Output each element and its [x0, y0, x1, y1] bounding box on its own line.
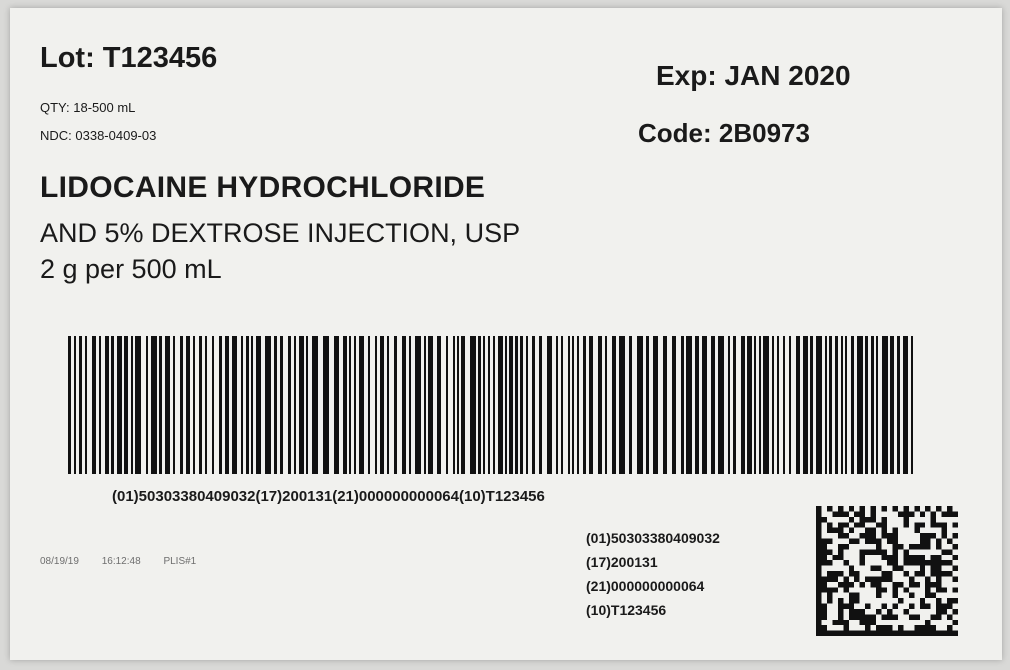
print-date: 08/19/19 [40, 556, 79, 567]
medication-label: Lot: T123456 QTY: 18-500 mL NDC: 0338-04… [10, 8, 1002, 660]
print-time: 16:12:48 [101, 556, 141, 567]
quantity: QTY: 18-500 mL [40, 100, 136, 115]
datamatrix-code [816, 506, 958, 636]
ai-line-expiry: (17)200131 [586, 554, 658, 570]
drug-name: LIDOCAINE HYDROCHLORIDE [40, 171, 486, 204]
print-info: 08/19/19 16:12:48 PLIS#1 [40, 556, 216, 567]
ai-line-serial: (21)000000000064 [586, 578, 705, 594]
lot-number: Lot: T123456 [40, 42, 218, 74]
ai-line-lot: (10)T123456 [586, 602, 667, 618]
product-code: Code: 2B0973 [638, 118, 810, 148]
drug-strength: 2 g per 500 mL [40, 254, 222, 284]
print-station: PLIS#1 [163, 556, 197, 567]
ai-line-gtin: (01)50303380409032 [586, 530, 720, 546]
expiry-date: Exp: JAN 2020 [656, 60, 851, 91]
ndc-number: NDC: 0338-0409-03 [40, 128, 157, 143]
drug-detail: AND 5% DEXTROSE INJECTION, USP [40, 218, 521, 248]
barcode-human-readable: (01)50303380409032(17)200131(21)00000000… [112, 488, 545, 505]
linear-barcode [68, 336, 913, 474]
